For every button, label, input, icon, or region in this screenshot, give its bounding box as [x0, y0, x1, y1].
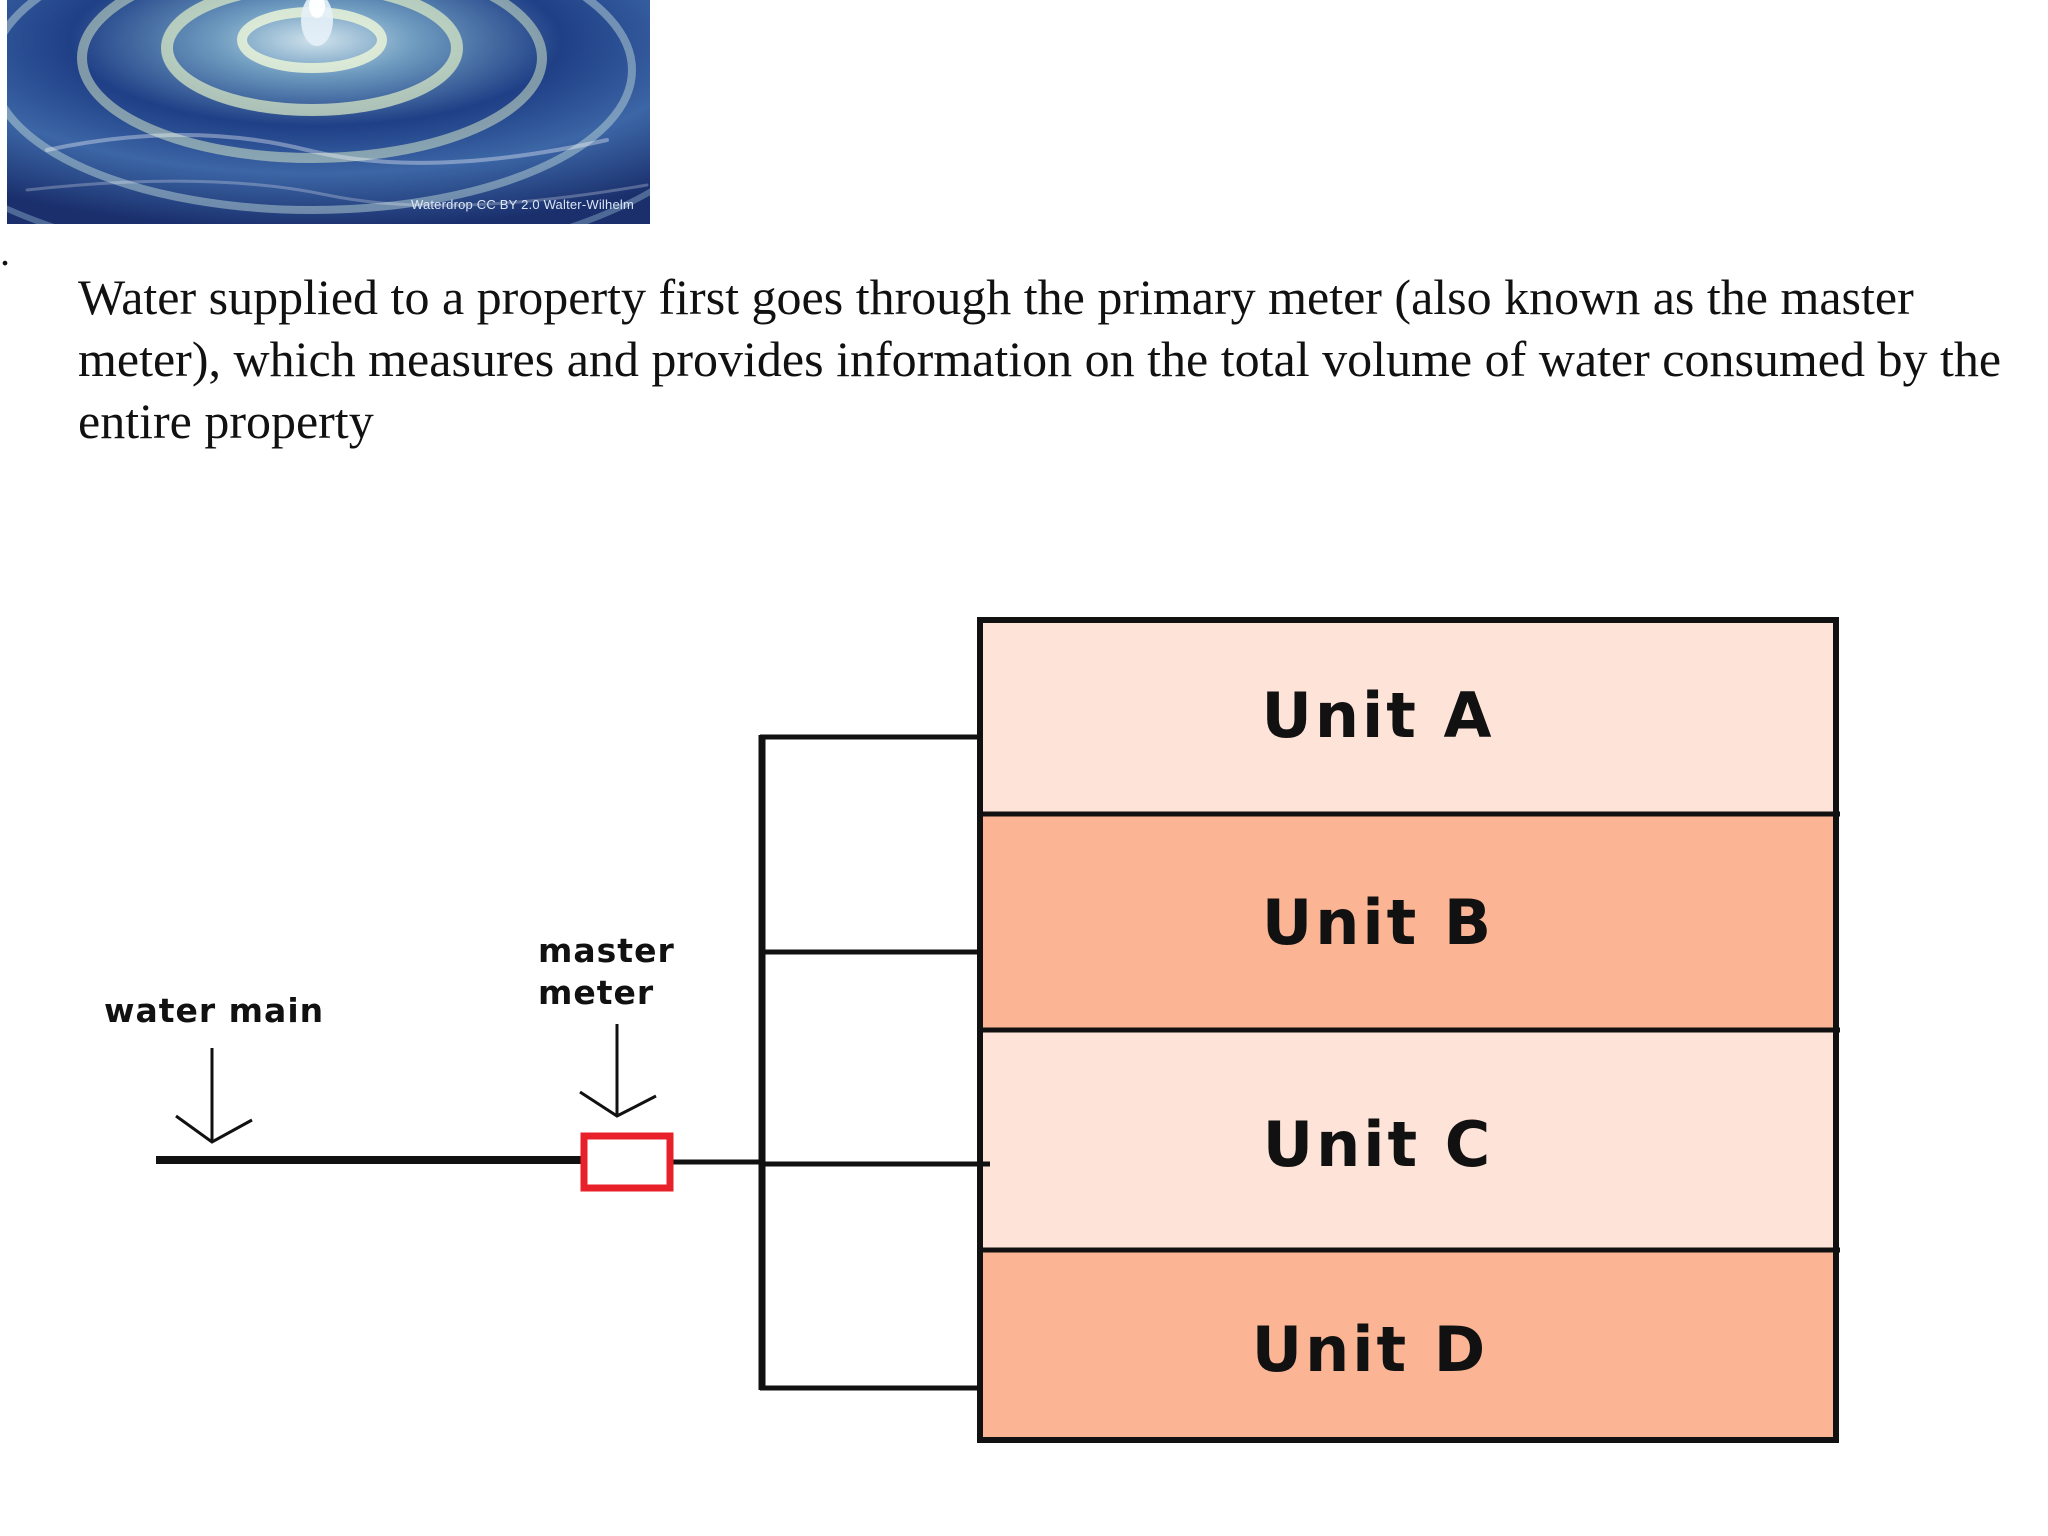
- photo-credit: Waterdrop CC BY 2.0 Walter-Wilhelm: [410, 197, 634, 212]
- unit-d-box: [980, 1250, 1836, 1440]
- bullet-mark: .: [0, 229, 10, 274]
- unit-d-label: Unit D: [1252, 1313, 1488, 1386]
- master-meter-label-line1: master: [538, 931, 675, 970]
- unit-a-label: Unit A: [1262, 679, 1495, 752]
- water-main-label: water main: [104, 991, 324, 1030]
- water-main-arrow: [175, 1048, 253, 1144]
- unit-a-box: [980, 620, 1836, 814]
- waterdrop-image: [7, 0, 650, 224]
- description-paragraph: Water supplied to a property first goes …: [78, 269, 2002, 449]
- master-meter-label-line2: meter: [538, 973, 654, 1012]
- master-meter-arrow: [579, 1024, 657, 1118]
- master-meter-box: [580, 1132, 674, 1192]
- unit-c-box: [980, 1030, 1836, 1250]
- waterdrop-photo: Waterdrop CC BY 2.0 Walter-Wilhelm: [7, 0, 650, 224]
- unit-b-label: Unit B: [1262, 886, 1494, 959]
- unit-c-label: Unit C: [1263, 1108, 1493, 1181]
- unit-b-box: [980, 814, 1836, 1030]
